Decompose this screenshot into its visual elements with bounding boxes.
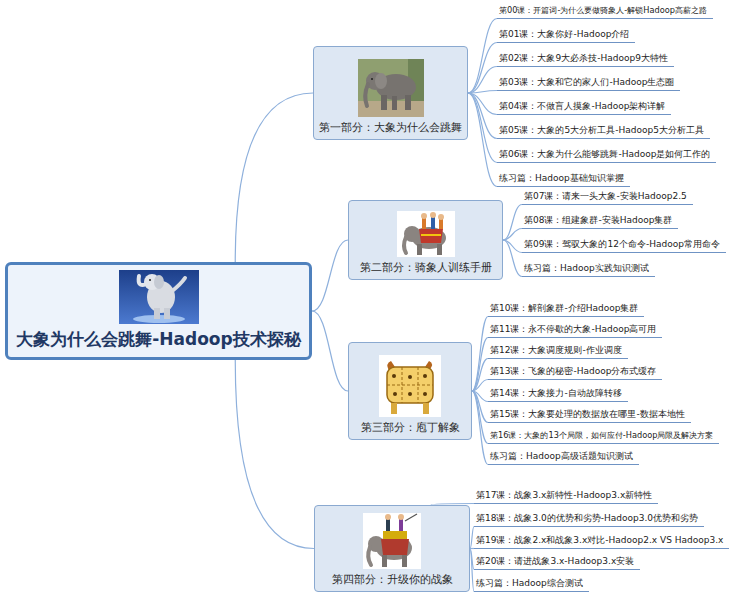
dancing-elephant-picture: [119, 270, 199, 324]
branch-line: [312, 311, 348, 391]
topic-item: 练习篇：Hadoop综合测试: [474, 577, 589, 592]
topic-item: 第08课：组建象群-安装Hadoop集群: [522, 214, 678, 229]
lesson-title: 练习篇：Hadoop基础知识掌握: [499, 172, 624, 185]
lesson-title: 第07课：请来一头大象-安装Hadoop2.5: [524, 190, 687, 203]
topic-item: 第17课：战象3.x新特性-Hadoop3.x新特性: [474, 489, 658, 504]
lesson-title: 第09课：驾驭大象的12个命令-Hadoop常用命令: [524, 238, 720, 251]
topic-item: 第12课：大象调度规则-作业调度: [488, 344, 628, 359]
lesson-title: 第08课：组建象群-安装Hadoop集群: [524, 214, 672, 227]
branch-line: [312, 240, 348, 311]
lesson-title: 第11课：永不停歇的大象-Hadoop高可用: [490, 323, 656, 336]
topic-item: 第10课：解剖象群-介绍Hadoop集群: [488, 302, 644, 317]
lesson-title: 第06课：大象为什么能够跳舞-Hadoop是如何工作的: [499, 148, 710, 161]
lesson-title: 第04课：不做盲人摸象-Hadoop架构详解: [499, 100, 665, 113]
topic-item: 第07课：请来一头大象-安装Hadoop2.5: [522, 190, 693, 205]
topic-item: 第03课：大象和它的家人们-Hadoop生态圈: [497, 76, 680, 91]
lesson-title: 第10课：解剖象群-介绍Hadoop集群: [490, 302, 638, 315]
lesson-title: 第00课：开篇词-为什么要做骑象人-解锁Hadoop高薪之路: [499, 4, 707, 17]
part-title: 第一部分：大象为什么会跳舞: [319, 120, 462, 135]
branch-line: [235, 360, 314, 549]
lesson-title: 第17课：战象3.x新特性-Hadoop3.x新特性: [476, 489, 652, 502]
lesson-title: 第12课：大象调度规则-作业调度: [490, 344, 622, 357]
main-title: 大象为什么会跳舞-Hadoop技术探秘: [16, 328, 300, 351]
lesson-title: 第16课：大象的13个局限，如何应付-Hadoop局限及解决方案: [490, 429, 713, 442]
branch-line: [503, 205, 522, 241]
topic-item: 第16课：大象的13个局限，如何应付-Hadoop局限及解决方案: [488, 429, 719, 444]
branch-line: [472, 338, 488, 392]
lesson-title: 第19课：战象2.x和战象3.x对比-Hadoop2.x VS Hadoop3.…: [476, 534, 723, 547]
branch-topic: 第三部分：庖丁解象: [348, 342, 472, 440]
part-title: 第三部分：庖丁解象: [361, 420, 460, 435]
branch-line: [468, 43, 497, 94]
topic-item: 第11课：永不停歇的大象-Hadoop高可用: [488, 323, 662, 338]
lesson-title: 第15课：大象要处理的数据放在哪里-数据本地性: [490, 408, 685, 421]
topic-item: 第04课：不做盲人摸象-Hadoop架构详解: [497, 100, 671, 115]
branch-line: [472, 391, 488, 444]
branch-line: [468, 93, 497, 187]
part-title: 第四部分：升级你的战象: [332, 572, 453, 587]
topic-item: 第14课：大象接力-自动故障转移: [488, 387, 628, 402]
topic-item: 第02课：大象9大必杀技-Hadoop9大特性: [497, 52, 674, 67]
branch-line: [468, 93, 497, 163]
topic-item: 第20课：请进战象3.x-Hadoop3.x安装: [474, 555, 640, 570]
lesson-title: 第05课：大象的5大分析工具-Hadoop5大分析工具: [499, 124, 704, 137]
branch-topic: 第二部分：骑象人训练手册: [348, 200, 503, 280]
lesson-title: 练习篇：Hadoop实践知识测试: [524, 262, 649, 275]
branch-line: [472, 391, 488, 465]
branch-line: [468, 67, 497, 94]
branch-line: [468, 93, 497, 139]
topic-item: 第18课：战象3.0的优势和劣势-Hadoop3.0优势和劣势: [474, 512, 704, 527]
topic-item: 第19课：战象2.x和战象3.x对比-Hadoop2.x VS Hadoop3.…: [474, 534, 729, 549]
topic-item: 练习篇：Hadoop实践知识测试: [522, 262, 655, 277]
part-title: 第二部分：骑象人训练手册: [360, 260, 492, 275]
lesson-title: 第20课：请进战象3.x-Hadoop3.x安装: [476, 555, 634, 568]
topic-item: 第01课：大象你好-Hadoop介绍: [497, 28, 635, 43]
elephant-photo: [358, 59, 424, 117]
dissected-animal-picture: [379, 355, 441, 417]
riders-elephant-picture: [397, 211, 455, 257]
branch-line: [503, 240, 522, 277]
branch-line: [472, 380, 488, 392]
topic-item: 第09课：驾驭大象的12个命令-Hadoop常用命令: [522, 238, 726, 253]
lesson-title: 第13课：飞象的秘密-Hadoop分布式缓存: [490, 365, 656, 378]
branch-line: [503, 229, 522, 241]
lesson-title: 第14课：大象接力-自动故障转移: [490, 387, 622, 400]
topic-item: 第06课：大象为什么能够跳舞-Hadoop是如何工作的: [497, 148, 716, 163]
war-elephant-picture: [363, 513, 421, 569]
topic-item: 练习篇：Hadoop基础知识掌握: [497, 172, 630, 187]
topic-item: 第05课：大象的5大分析工具-Hadoop5大分析工具: [497, 124, 710, 139]
topic-item: 第13课：飞象的秘密-Hadoop分布式缓存: [488, 365, 662, 380]
lesson-title: 第01课：大象你好-Hadoop介绍: [499, 28, 629, 41]
lesson-title: 第18课：战象3.0的优势和劣势-Hadoop3.0优势和劣势: [476, 512, 698, 525]
lesson-title: 练习篇：Hadoop综合测试: [476, 577, 583, 590]
branch-line: [468, 91, 497, 94]
topic-item: 第00课：开篇词-为什么要做骑象人-解锁Hadoop高薪之路: [497, 4, 713, 19]
central-topic: 大象为什么会跳舞-Hadoop技术探秘: [5, 262, 312, 360]
lesson-title: 练习篇：Hadoop高级话题知识测试: [490, 450, 633, 463]
topic-item: 第15课：大象要处理的数据放在哪里-数据本地性: [488, 408, 691, 423]
branch-line: [472, 359, 488, 392]
branch-topic: 第一部分：大象为什么会跳舞: [313, 46, 468, 140]
branch-line: [235, 93, 313, 262]
lesson-title: 第02课：大象9大必杀技-Hadoop9大特性: [499, 52, 668, 65]
lesson-title: 第03课：大象和它的家人们-Hadoop生态圈: [499, 76, 674, 89]
branch-topic: 第四部分：升级你的战象: [314, 505, 470, 592]
topic-item: 练习篇：Hadoop高级话题知识测试: [488, 450, 639, 465]
branch-line: [472, 317, 488, 392]
branch-line: [468, 19, 497, 94]
